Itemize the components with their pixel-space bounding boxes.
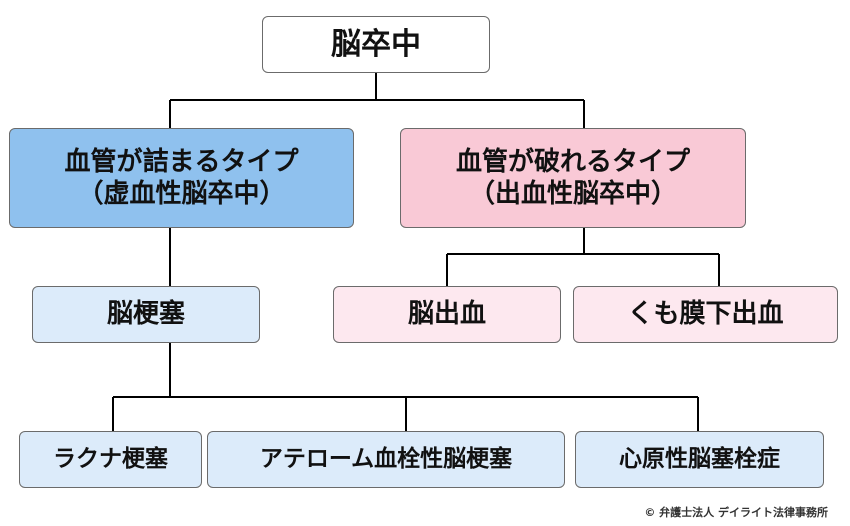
lacunar-infarction-box: ラクナ梗塞: [19, 431, 202, 488]
copyright-notice: © 弁護士法人 デイライト法律事務所: [644, 506, 828, 519]
hemorrhagic-title: 血管が破れるタイプ: [455, 146, 690, 177]
hemorrhagic-stroke-box: 血管が破れるタイプ （出血性脳卒中）: [400, 128, 746, 228]
cardioembolic-stroke-box: 心原性脳塞栓症: [575, 431, 824, 488]
cerebral-infarction-box: 脳梗塞: [32, 286, 260, 343]
root-box: 脳卒中: [262, 16, 490, 73]
hemorrhagic-subtitle: （出血性脳卒中）: [468, 179, 677, 209]
ischemic-stroke-box: 血管が詰まるタイプ （虚血性脳卒中）: [9, 128, 354, 228]
atherothrombotic-infarction-box: アテローム血栓性脳梗塞: [207, 431, 565, 488]
cerebral-hemorrhage-box: 脳出血: [333, 286, 561, 343]
atherothrombotic-infarction-label: アテローム血栓性脳梗塞: [259, 446, 513, 473]
ischemic-subtitle: （虚血性脳卒中）: [77, 179, 286, 209]
cerebral-hemorrhage-label: 脳出血: [407, 299, 486, 330]
subarachnoid-hemorrhage-label: くも膜下出血: [627, 299, 784, 330]
cerebral-infarction-label: 脳梗塞: [106, 299, 185, 330]
root-label: 脳卒中: [331, 26, 421, 62]
lacunar-infarction-label: ラクナ梗塞: [53, 446, 168, 473]
ischemic-title: 血管が詰まるタイプ: [64, 146, 299, 177]
subarachnoid-hemorrhage-box: くも膜下出血: [573, 286, 838, 343]
cardioembolic-stroke-label: 心原性脳塞栓症: [619, 446, 780, 473]
